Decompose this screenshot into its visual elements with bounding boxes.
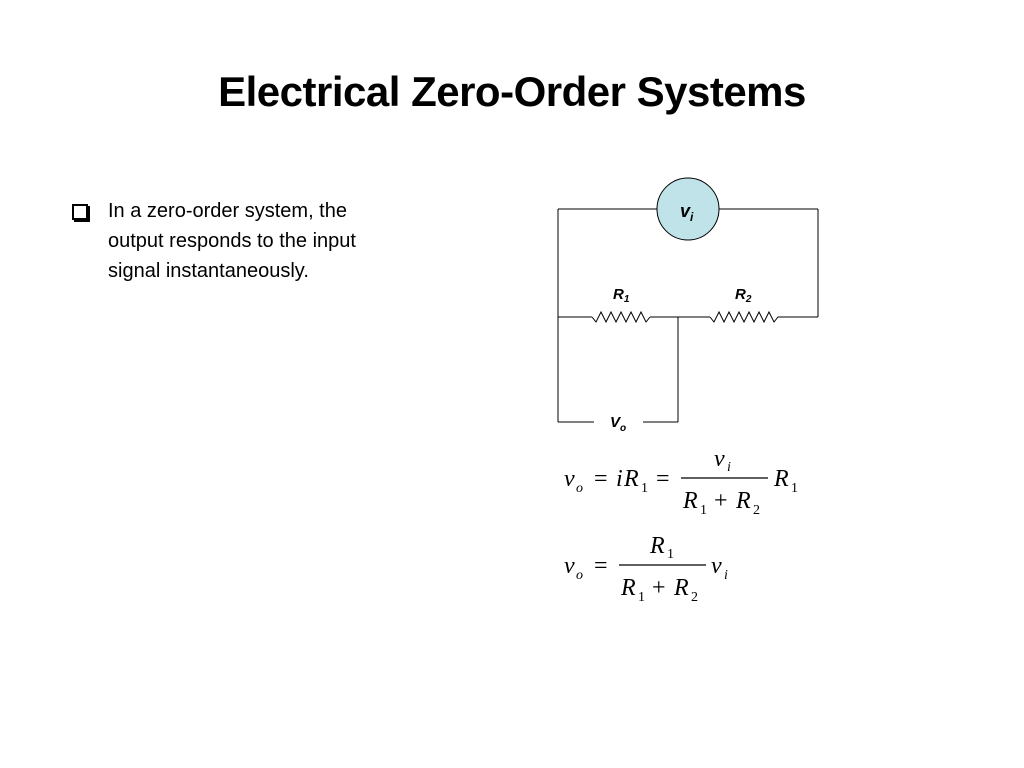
eq1-den-sub2: 2 — [753, 503, 760, 518]
voltage-divider-circuit: vi R1 R2 Vo — [557, 177, 819, 434]
eq1-lhs-v: v — [564, 466, 575, 492]
eq1-tail-R: R — [773, 466, 789, 492]
source-label-sub: i — [690, 210, 694, 224]
vo-label-sub: o — [620, 423, 626, 434]
r1-label-sub: 1 — [624, 294, 630, 305]
eq1-R: R — [623, 466, 639, 492]
equation-2: v o = R 1 R 1 + R 2 v i — [564, 533, 728, 605]
vo-label: V — [610, 414, 622, 431]
source-label: v — [680, 201, 691, 221]
svg-text:R2: R2 — [735, 286, 752, 305]
eq1-R-sub: 1 — [641, 481, 648, 496]
resistor-r1 — [591, 310, 651, 324]
svg-text:Vo: Vo — [610, 414, 626, 434]
bullet-list: In a zero-order system, the output respo… — [72, 196, 402, 286]
resistor-r2 — [709, 310, 782, 324]
eq1-tail-sub: 1 — [791, 481, 798, 496]
eq1-num-sub: i — [727, 460, 731, 475]
eq2-den-plus: + — [652, 575, 666, 601]
r2-label-sub: 2 — [745, 294, 752, 305]
equation-1: v o = i R 1 = v i R 1 + R 2 R 1 — [564, 446, 798, 518]
eq1-i: i — [616, 466, 623, 492]
eq2-tail-v: v — [711, 553, 722, 579]
eq2-den-sub1: 1 — [638, 590, 645, 605]
bullet-text: In a zero-order system, the output respo… — [108, 200, 356, 282]
eq2-tail-sub: i — [724, 568, 728, 583]
eq1-equals: = — [594, 466, 608, 492]
eq1-lhs-sub: o — [576, 481, 583, 496]
eq1-den-sub1: 1 — [700, 503, 707, 518]
checkbox-bullet-icon — [72, 204, 88, 220]
svg-text:R1: R1 — [613, 286, 630, 305]
r2-label: R — [735, 286, 746, 303]
eq1-den-plus: + — [714, 488, 728, 514]
eq1-den-R1: R — [682, 488, 698, 514]
eq2-lhs-sub: o — [576, 568, 583, 583]
eq2-equals: = — [594, 553, 608, 579]
voltage-source-icon — [656, 177, 720, 241]
svg-text:vi: vi — [680, 201, 694, 224]
eq2-den-R2: R — [673, 575, 689, 601]
eq2-den-sub2: 2 — [691, 590, 698, 605]
slide-title: Electrical Zero-Order Systems — [218, 68, 806, 115]
eq2-num-R: R — [649, 533, 665, 559]
eq2-num-sub: 1 — [667, 547, 674, 562]
eq1-den-R2: R — [735, 488, 751, 514]
eq1-equals-2: = — [656, 466, 670, 492]
r1-label: R — [613, 286, 624, 303]
eq2-den-R1: R — [620, 575, 636, 601]
eq2-lhs-v: v — [564, 553, 575, 579]
eq1-num-v: v — [714, 446, 725, 472]
